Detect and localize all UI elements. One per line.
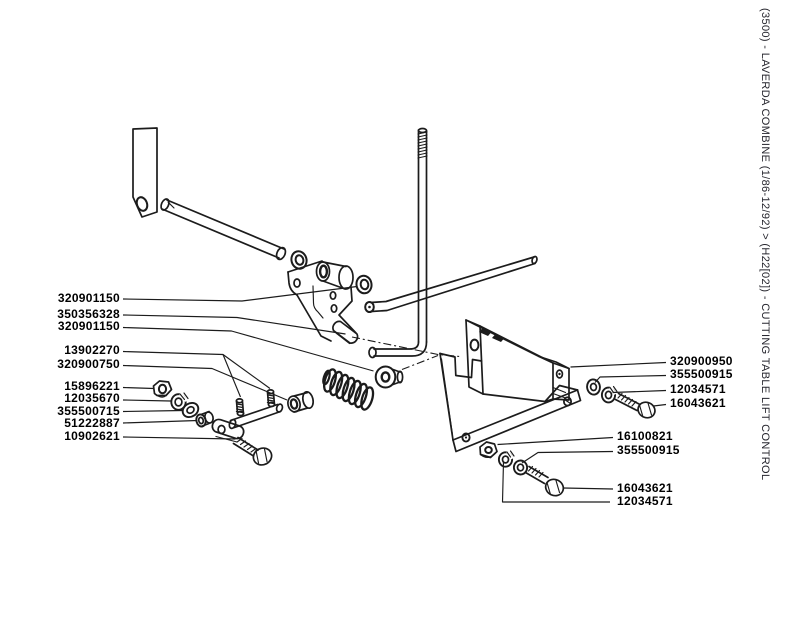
page-title-vertical: (3500) - LAVERDA COMBINE (1/86-12/92) > … [759, 8, 771, 481]
bottom-bolt-drawing [524, 465, 565, 497]
pivot-ring-right [355, 274, 373, 295]
part-number-label: 355500715 [57, 404, 120, 418]
part-number-label: 10902621 [64, 429, 120, 443]
right-bolt-drawing [614, 392, 656, 419]
bent-rod-drawing [364, 255, 538, 313]
part-number-label: 15896221 [64, 379, 120, 393]
right-flat-washer-drawing [586, 378, 601, 396]
part-number-label: 320900750 [57, 357, 120, 371]
lever-drawing [211, 403, 284, 443]
part-number-label: 320901150 [57, 319, 120, 333]
main-bracket-drawing [439, 319, 582, 453]
left-flat-washer-drawing [181, 401, 200, 419]
spacer-bushing-drawing [195, 410, 214, 428]
lower-left-bolt-drawing [232, 436, 273, 466]
bottom-split-washer-drawing [497, 450, 515, 468]
pivot-ring-left [290, 250, 308, 270]
left-split-washer-drawing [170, 392, 189, 411]
pivot-bracket-drawing [287, 260, 359, 345]
threaded-rod-drawing [368, 127, 428, 359]
part-number-label: 12035670 [64, 391, 120, 405]
part-number-label: 51222887 [64, 416, 120, 430]
upper-rod-drawing [160, 198, 287, 261]
left-nut-drawing [152, 380, 173, 398]
spring-drawing [322, 368, 375, 411]
studs-drawing [235, 389, 276, 417]
bottom-nut-drawing [479, 441, 498, 459]
part-number-label: 16043621 [670, 396, 726, 410]
part-number-label: 350356328 [57, 307, 120, 321]
part-number-label: 16100821 [617, 429, 673, 443]
part-number-label: 320900950 [670, 354, 733, 368]
bottom-flat-washer-drawing [512, 459, 529, 476]
lever-bushing-drawing [287, 390, 315, 413]
right-split-washer-drawing [600, 385, 618, 404]
leader-lines [122, 285, 667, 503]
pivot-washer-drawing [374, 365, 404, 389]
part-number-label: 16043621 [617, 481, 673, 495]
part-number-label: 355500915 [617, 443, 680, 457]
part-number-label: 12034571 [617, 494, 673, 508]
part-number-label: 13902270 [64, 343, 120, 357]
part-number-label: 355500915 [670, 367, 733, 381]
part-number-label: 320901150 [57, 291, 120, 305]
lift-bar-drawing [132, 127, 158, 218]
part-number-label: 12034571 [670, 382, 726, 396]
center-lines [351, 336, 461, 371]
